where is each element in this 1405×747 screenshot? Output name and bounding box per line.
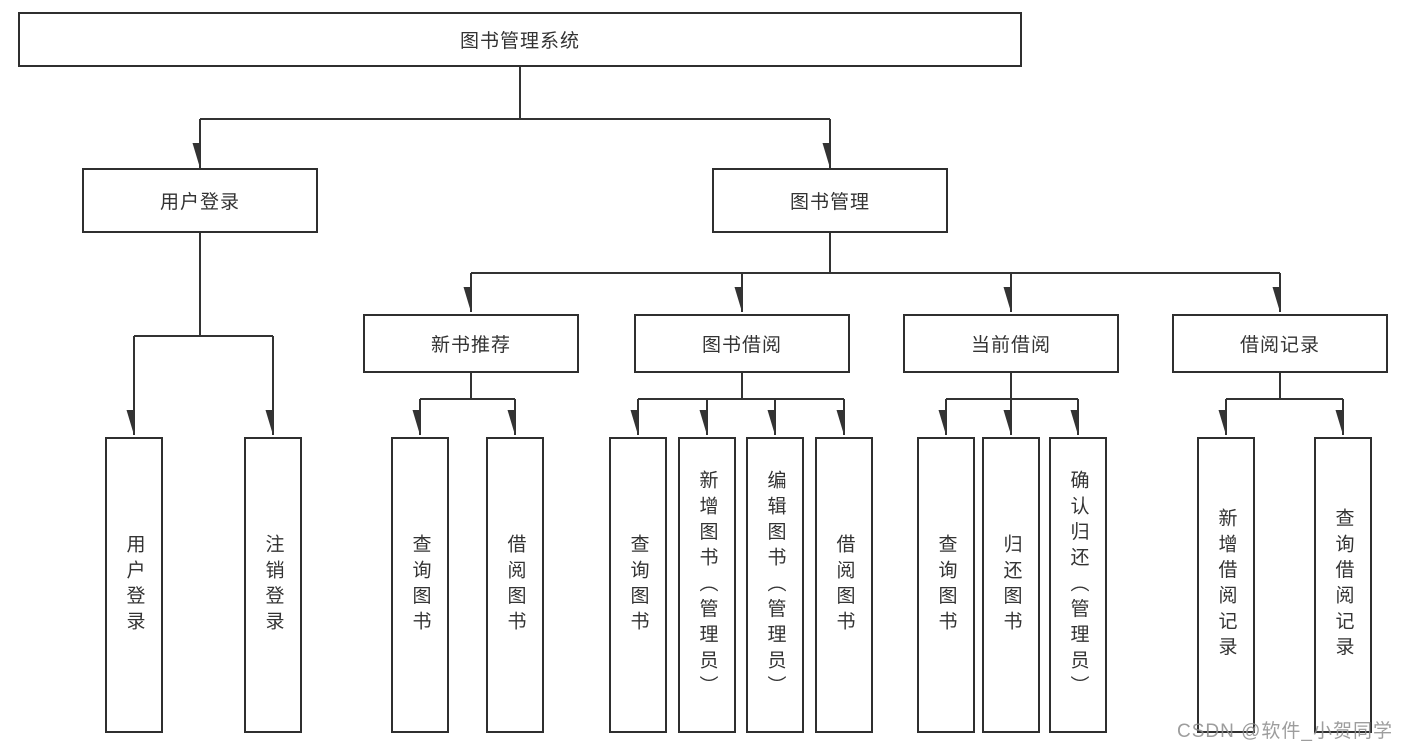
node-user-login: 用户登录 [82, 168, 318, 233]
leaf-logout: 注销登录 [244, 437, 302, 733]
node-current-borrowing: 当前借阅 [903, 314, 1119, 373]
leaf-confirm-return-admin-label: 确认归还（管理员） [1067, 469, 1089, 701]
leaf-recommend-query-books: 查询图书 [391, 437, 449, 733]
leaf-query-borrow-record: 查询借阅记录 [1314, 437, 1372, 733]
leaf-logout-label: 注销登录 [262, 533, 284, 637]
node-book-borrowing: 图书借阅 [634, 314, 850, 373]
leaf-borrow-query-books-label: 查询图书 [627, 533, 649, 637]
leaf-return-books-label: 归还图书 [1000, 533, 1022, 637]
leaf-user-login-label: 用户登录 [123, 533, 145, 637]
leaf-query-borrow-record-label: 查询借阅记录 [1332, 508, 1354, 662]
leaf-recommend-query-books-label: 查询图书 [409, 533, 431, 637]
leaf-edit-books-admin: 编辑图书（管理员） [746, 437, 804, 733]
leaf-add-borrow-record-label: 新增借阅记录 [1215, 508, 1237, 662]
leaf-add-books-admin-label: 新增图书（管理员） [696, 469, 718, 701]
leaf-borrow-books: 借阅图书 [815, 437, 873, 733]
node-library-management-system: 图书管理系统 [18, 12, 1022, 67]
node-borrowing-records: 借阅记录 [1172, 314, 1388, 373]
leaf-add-borrow-record: 新增借阅记录 [1197, 437, 1255, 733]
leaf-recommend-borrow-books-label: 借阅图书 [504, 533, 526, 637]
leaf-current-query-books-label: 查询图书 [935, 533, 957, 637]
leaf-edit-books-admin-label: 编辑图书（管理员） [764, 469, 786, 701]
leaf-recommend-borrow-books: 借阅图书 [486, 437, 544, 733]
leaf-current-query-books: 查询图书 [917, 437, 975, 733]
leaf-borrow-query-books: 查询图书 [609, 437, 667, 733]
leaf-confirm-return-admin: 确认归还（管理员） [1049, 437, 1107, 733]
csdn-watermark: CSDN @软件_小贺同学 [1177, 721, 1393, 742]
leaf-return-books: 归还图书 [982, 437, 1040, 733]
leaf-add-books-admin: 新增图书（管理员） [678, 437, 736, 733]
leaf-borrow-books-label: 借阅图书 [833, 533, 855, 637]
node-new-book-recommendation: 新书推荐 [363, 314, 579, 373]
leaf-user-login: 用户登录 [105, 437, 163, 733]
node-book-management: 图书管理 [712, 168, 948, 233]
